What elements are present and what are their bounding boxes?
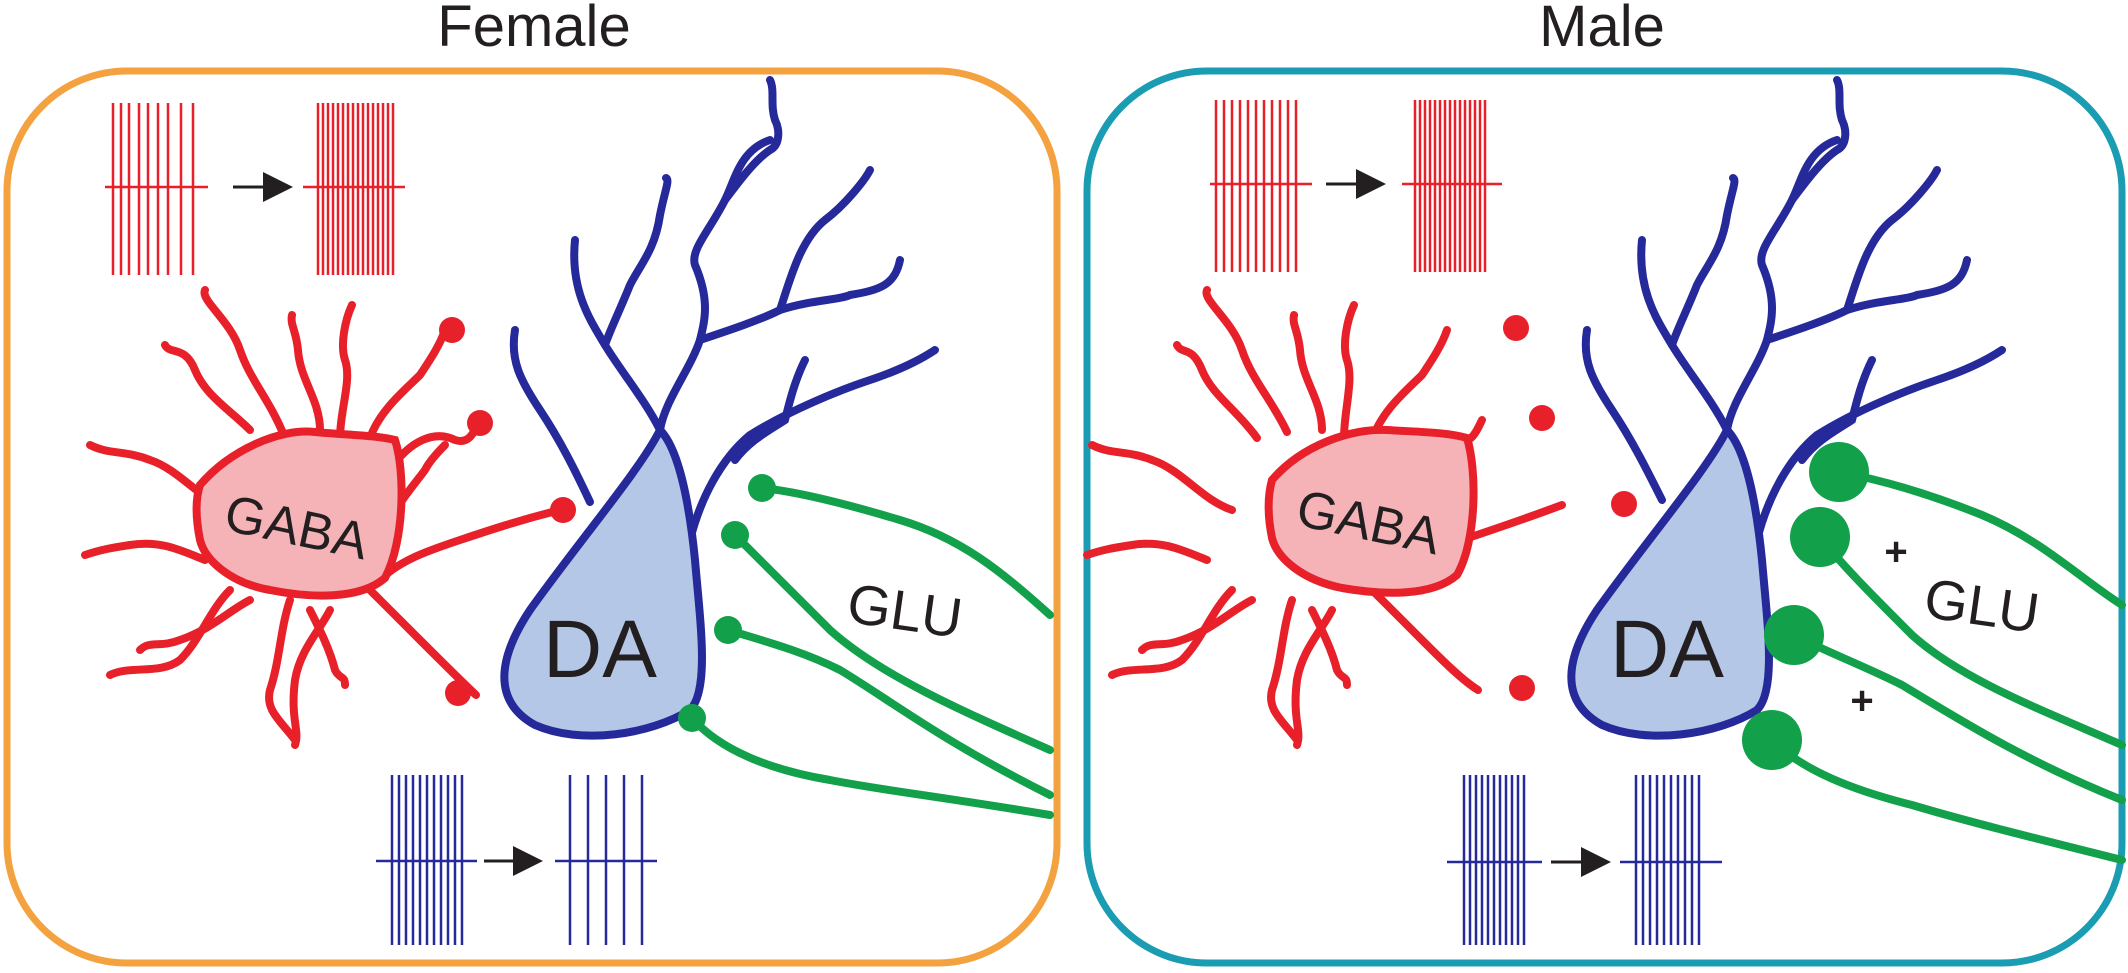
panel-title-male: Male bbox=[1539, 0, 1665, 59]
da-neuron: DA bbox=[1567, 76, 2006, 740]
da-soma bbox=[1567, 423, 1773, 740]
gaba-soma bbox=[1264, 425, 1478, 597]
panel-frame-male bbox=[1083, 67, 2126, 967]
panel-title-female: Female bbox=[437, 0, 630, 59]
glu-label: GLU bbox=[844, 571, 967, 649]
glutamate-terminals bbox=[678, 474, 776, 732]
glu-label: GLU bbox=[1921, 566, 2044, 644]
gaba-processes bbox=[81, 286, 564, 749]
glutamate-inputs: + + GLU bbox=[1742, 442, 2126, 864]
panel-frame-female bbox=[3, 67, 1061, 967]
panel-male: Male bbox=[1083, 0, 2126, 967]
panel-female: Female bbox=[3, 0, 1061, 967]
da-label: DA bbox=[543, 604, 657, 695]
da-firing-trace bbox=[376, 775, 657, 945]
glutamate-inputs: GLU bbox=[678, 474, 1054, 819]
gaba-neuron: GABA bbox=[1083, 286, 1637, 749]
da-neuron: DA bbox=[500, 76, 939, 740]
da-dendrites bbox=[509, 76, 939, 544]
da-soma bbox=[500, 423, 706, 740]
glutamate-terminals bbox=[1742, 442, 1869, 770]
da-dendrites bbox=[1581, 76, 2006, 544]
potentiation-plus-upper: + bbox=[1884, 530, 1907, 574]
gaba-terminals bbox=[439, 317, 576, 706]
da-firing-trace bbox=[1447, 775, 1722, 945]
gaba-neuron: GABA bbox=[81, 286, 576, 749]
da-label: DA bbox=[1610, 604, 1724, 695]
gaba-soma bbox=[192, 427, 406, 600]
gaba-terminals bbox=[1503, 315, 1637, 701]
gaba-firing-trace bbox=[1210, 100, 1502, 272]
potentiation-plus-lower: + bbox=[1850, 679, 1873, 723]
gaba-firing-trace bbox=[105, 103, 405, 275]
